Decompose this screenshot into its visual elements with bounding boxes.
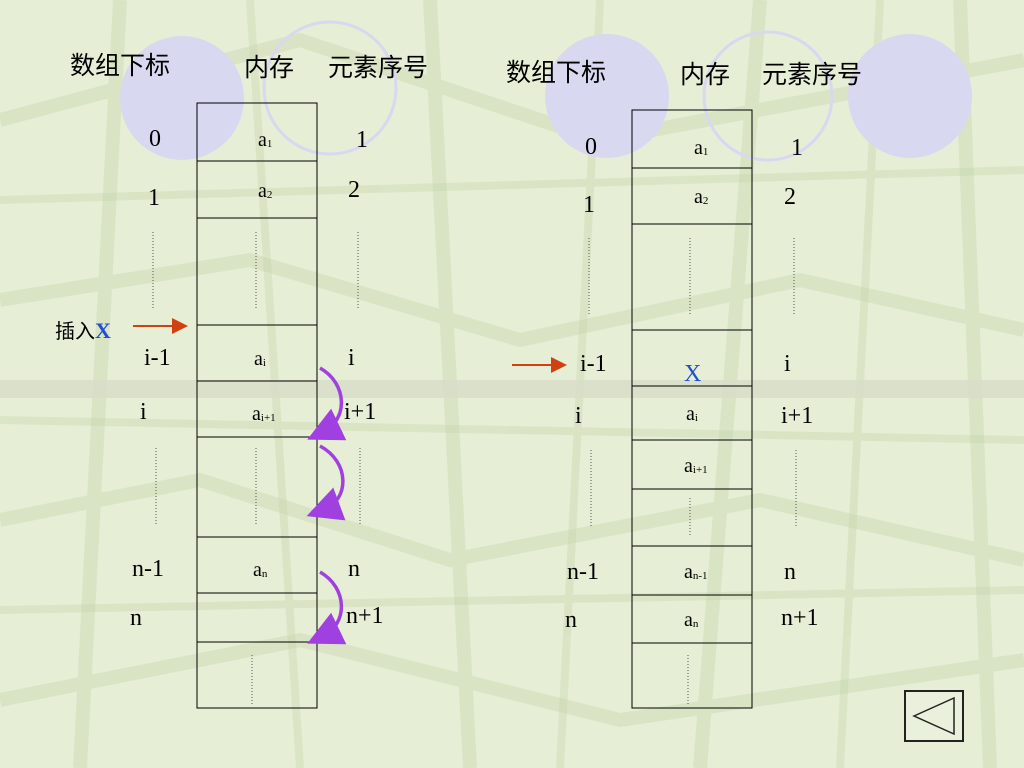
- right-header-memory: 内存: [680, 60, 731, 89]
- right-order: 2: [784, 184, 796, 210]
- shift-arrows: [306, 366, 347, 645]
- inserted-x: X: [684, 361, 702, 387]
- shift-arrow: [307, 366, 347, 441]
- left-index: n: [130, 605, 142, 631]
- left-index: n-1: [132, 556, 164, 582]
- left-index: i: [140, 399, 147, 425]
- left-memory-column: [196, 102, 318, 709]
- right-index: n-1: [567, 559, 599, 585]
- right-order: 1: [791, 135, 803, 161]
- left-cell: an: [253, 559, 268, 581]
- left-order: i: [348, 345, 355, 371]
- decor-circle: [120, 36, 244, 160]
- left-order: n: [348, 556, 360, 582]
- left-order: 2: [348, 177, 360, 203]
- left-order: 1: [356, 127, 368, 153]
- left-ellipsis-dots: [152, 232, 361, 705]
- left-cell: a2: [258, 180, 273, 202]
- decor-circle: [262, 20, 398, 156]
- right-memory-column: [631, 109, 753, 709]
- left-order: i+1: [344, 399, 377, 425]
- right-order: n: [784, 559, 796, 585]
- right-cell: an: [684, 609, 699, 631]
- right-index: n: [565, 607, 577, 633]
- triangle-left-icon: [912, 696, 955, 736]
- right-cell: a2: [694, 186, 709, 208]
- left-index: i-1: [144, 345, 171, 371]
- left-cell: ai+1: [252, 403, 276, 425]
- left-header-index: 数组下标: [70, 51, 171, 80]
- right-header-order: 元素序号: [762, 60, 863, 89]
- right-order: i+1: [781, 403, 814, 429]
- left-header-order: 元素序号: [328, 53, 429, 82]
- left-cell: ai: [254, 348, 266, 370]
- decor-circle: [702, 30, 834, 162]
- right-order: n+1: [781, 605, 819, 631]
- right-cell: an-1: [684, 561, 708, 583]
- right-cell: ai: [686, 403, 698, 425]
- insert-x-label: 插入X: [55, 318, 111, 343]
- right-index: 1: [583, 192, 595, 218]
- left-index: 1: [148, 185, 160, 211]
- left-memory-frame: [196, 102, 318, 709]
- right-cell: ai+1: [684, 455, 708, 477]
- shift-arrow: [306, 444, 346, 521]
- right-order: i: [784, 351, 791, 377]
- right-header-index: 数组下标: [506, 58, 607, 87]
- left-header-memory: 内存: [244, 53, 295, 82]
- left-cell: a1: [258, 129, 273, 151]
- right-index: 0: [585, 134, 597, 160]
- right-memory-frame: [631, 109, 753, 709]
- right-cell: a1: [694, 137, 709, 159]
- left-order: n+1: [346, 603, 384, 629]
- previous-slide-button[interactable]: [904, 690, 964, 742]
- left-index: 0: [149, 126, 161, 152]
- right-index: i: [575, 403, 582, 429]
- decor-circle: [848, 34, 972, 158]
- decor-circle: [545, 34, 669, 158]
- shift-arrow: [307, 570, 347, 645]
- right-index: i-1: [580, 351, 607, 377]
- right-ellipsis-dots: [588, 238, 797, 705]
